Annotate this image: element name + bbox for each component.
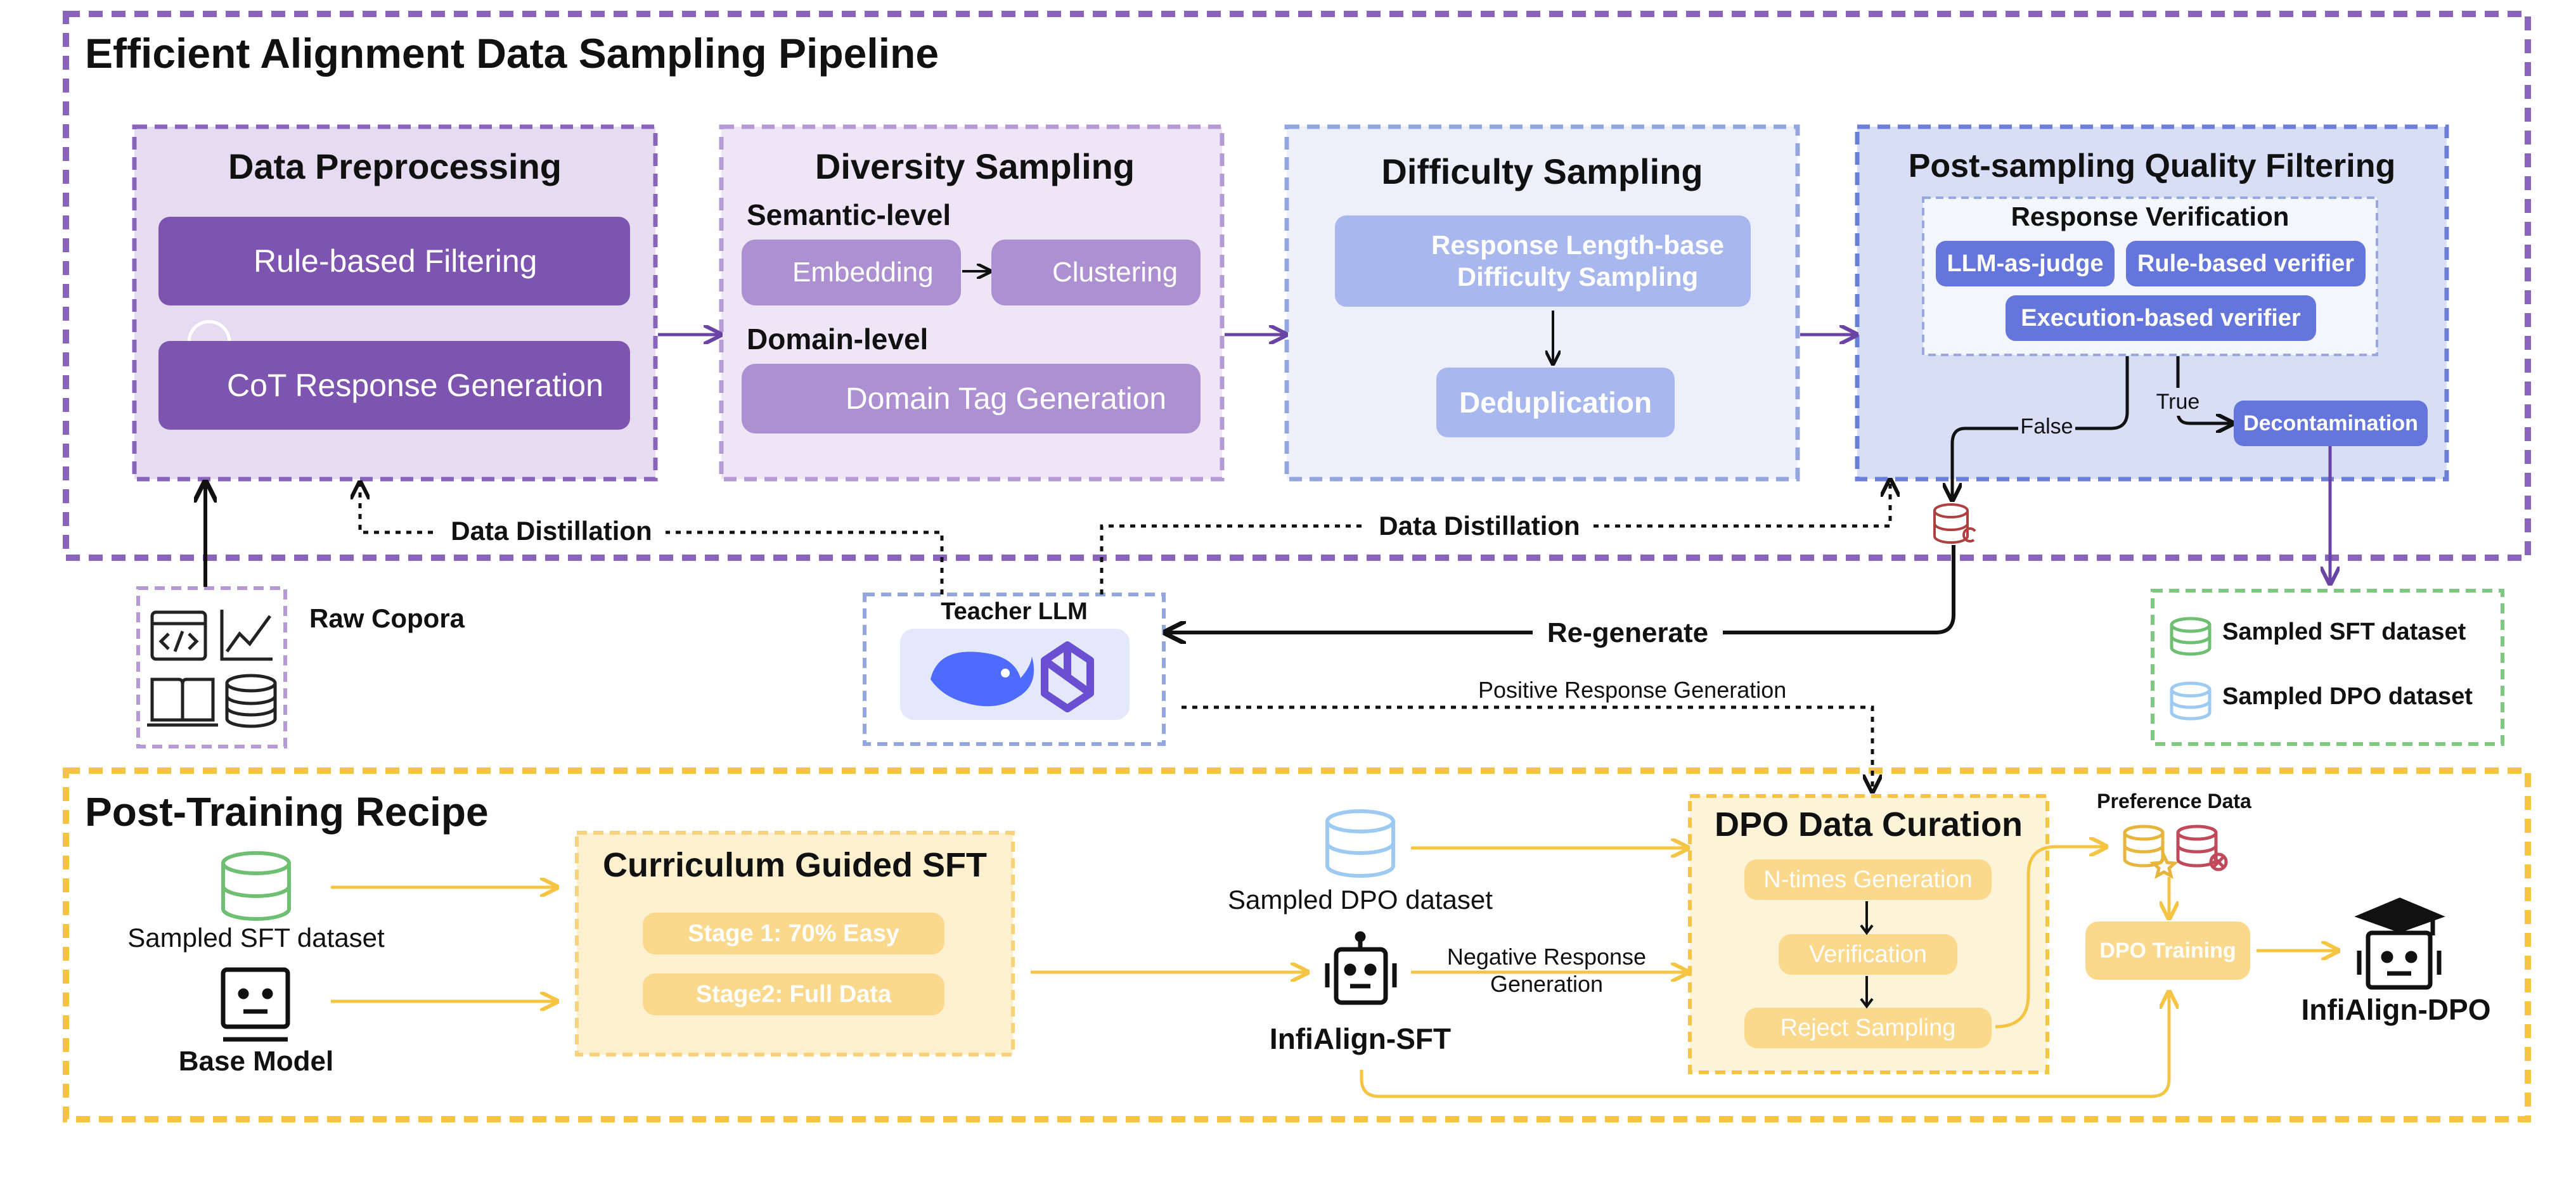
- pipeline-frame: [63, 11, 2531, 561]
- dpo-curation-title: DPO Data Curation: [1714, 806, 2023, 844]
- domain-tag-generation: Domain Tag Generation: [742, 364, 1201, 433]
- blue-database-icon: [2170, 681, 2212, 721]
- dpo-training-step: DPO Training: [2085, 921, 2250, 980]
- execution-based-verifier-label: Execution-based verifier: [2021, 304, 2301, 331]
- database-reject-icon: [2176, 825, 2228, 871]
- difficulty-title: Difficulty Sampling: [1381, 151, 1703, 191]
- recipe-frame: [63, 767, 2531, 1122]
- decontamination-label: Decontamination: [2243, 411, 2418, 435]
- dpo-curation-arrows: [1860, 901, 1874, 1009]
- graduate-robot-icon: [2354, 897, 2445, 990]
- curriculum-stage2-label: Stage2: Full Data: [695, 980, 892, 1008]
- false-branch-label: False: [2018, 412, 2075, 441]
- embedding-step: Embedding: [742, 240, 961, 305]
- recipe-dpo-dataset-label: Sampled DPO dataset: [1228, 885, 1493, 915]
- deduplication-label: Deduplication: [1459, 386, 1652, 419]
- infialign-sft-label: InfiAlign-SFT: [1269, 1022, 1452, 1055]
- verification-step: Verification: [1779, 934, 1957, 975]
- ntimes-generation-step: N-times Generation: [1744, 859, 1992, 900]
- raw-corpora-box: [136, 586, 287, 748]
- preprocessing-title: Data Preprocessing: [228, 146, 562, 186]
- deepseek-logo: [931, 652, 1034, 707]
- green-database-icon: [2170, 617, 2212, 656]
- dpo-training-label: DPO Training: [2099, 938, 2236, 963]
- robot-face-icon: [221, 967, 290, 1042]
- curriculum-title: Curriculum Guided SFT: [602, 846, 988, 884]
- database-refresh-icon: [1933, 503, 1976, 544]
- reject-sampling-step: Reject Sampling: [1744, 1008, 1992, 1048]
- true-branch-label: True: [2153, 388, 2203, 416]
- curriculum-stage1-label: Stage 1: 70% Easy: [688, 920, 899, 947]
- response-length-label: Response Length-base Difficulty Sampling: [1431, 229, 1725, 292]
- robot-icon: [1325, 931, 1397, 1005]
- database-icon: [225, 674, 277, 728]
- database-star-icon: [2123, 825, 2179, 879]
- infialign-dpo-label: InfiAlign-DPO: [2301, 993, 2491, 1026]
- curriculum-stage2: Stage2: Full Data: [643, 973, 944, 1015]
- verification-title: Response Verification: [2011, 202, 2289, 231]
- line-chart-icon: [220, 610, 273, 661]
- verification-label: Verification: [1809, 940, 1927, 968]
- domain-level-label: Domain-level: [747, 323, 929, 356]
- deduplication-step: Deduplication: [1436, 368, 1675, 437]
- base-model-label: Base Model: [178, 1046, 334, 1077]
- curriculum-stage1: Stage 1: 70% Easy: [643, 913, 944, 954]
- decontamination-step: Decontamination: [2234, 401, 2428, 446]
- diversity-title: Diversity Sampling: [815, 146, 1135, 186]
- preference-data-label: Preference Data: [2097, 790, 2251, 812]
- raw-corpora-label: Raw Copora: [309, 603, 465, 633]
- llm-as-judge-label: LLM-as-judge: [1947, 250, 2104, 277]
- recipe-sft-dataset-label: Sampled SFT dataset: [127, 923, 385, 953]
- data-distillation-left: Data Distillation: [437, 512, 666, 550]
- rule-based-verifier-label: Rule-based verifier: [2137, 250, 2355, 277]
- semantic-level-label: Semantic-level: [747, 198, 951, 231]
- green-database-icon: [221, 851, 291, 921]
- teacher-llm-label: Teacher LLM: [941, 598, 1088, 625]
- response-length-step: Response Length-base Difficulty Sampling: [1335, 215, 1751, 307]
- rule-based-filtering-label: Rule-based Filtering: [254, 243, 538, 279]
- reject-sampling-label: Reject Sampling: [1780, 1014, 1956, 1041]
- legend-sft-label: Sampled SFT dataset: [2222, 619, 2466, 645]
- pipeline-title: Efficient Alignment Data Sampling Pipeli…: [85, 30, 939, 77]
- rule-based-verifier: Rule-based verifier: [2126, 241, 2366, 286]
- qwen-logo: [1041, 641, 1094, 712]
- llm-as-judge: LLM-as-judge: [1936, 241, 2115, 286]
- clustering-step: Clustering: [991, 240, 1201, 305]
- data-distillation-right: Data Distillation: [1365, 507, 1594, 545]
- rule-based-filtering: Rule-based Filtering: [158, 217, 630, 305]
- legend-box: [2151, 589, 2504, 746]
- legend-dpo-label: Sampled DPO dataset: [2222, 683, 2473, 710]
- cot-response-generation: CoT Response Generation: [158, 341, 630, 430]
- book-icon: [147, 677, 218, 727]
- regenerate-label: Re-generate: [1533, 613, 1723, 653]
- cot-response-generation-label: CoT Response Generation: [227, 368, 603, 403]
- quality-title: Post-sampling Quality Filtering: [1908, 148, 2396, 184]
- blue-database-icon: [1325, 809, 1395, 878]
- negative-generation-label: Negative Response Generation: [1446, 944, 1647, 998]
- positive-generation-label: Positive Response Generation: [1478, 677, 1787, 703]
- teacher-box: [863, 593, 1166, 746]
- recipe-title: Post-Training Recipe: [85, 789, 489, 835]
- embedding-label: Embedding: [792, 257, 934, 288]
- domain-tag-generation-label: Domain Tag Generation: [845, 382, 1167, 416]
- clustering-label: Clustering: [1052, 257, 1178, 288]
- ntimes-generation-label: N-times Generation: [1763, 866, 1973, 893]
- execution-based-verifier: Execution-based verifier: [2006, 295, 2316, 341]
- code-icon: [150, 610, 207, 661]
